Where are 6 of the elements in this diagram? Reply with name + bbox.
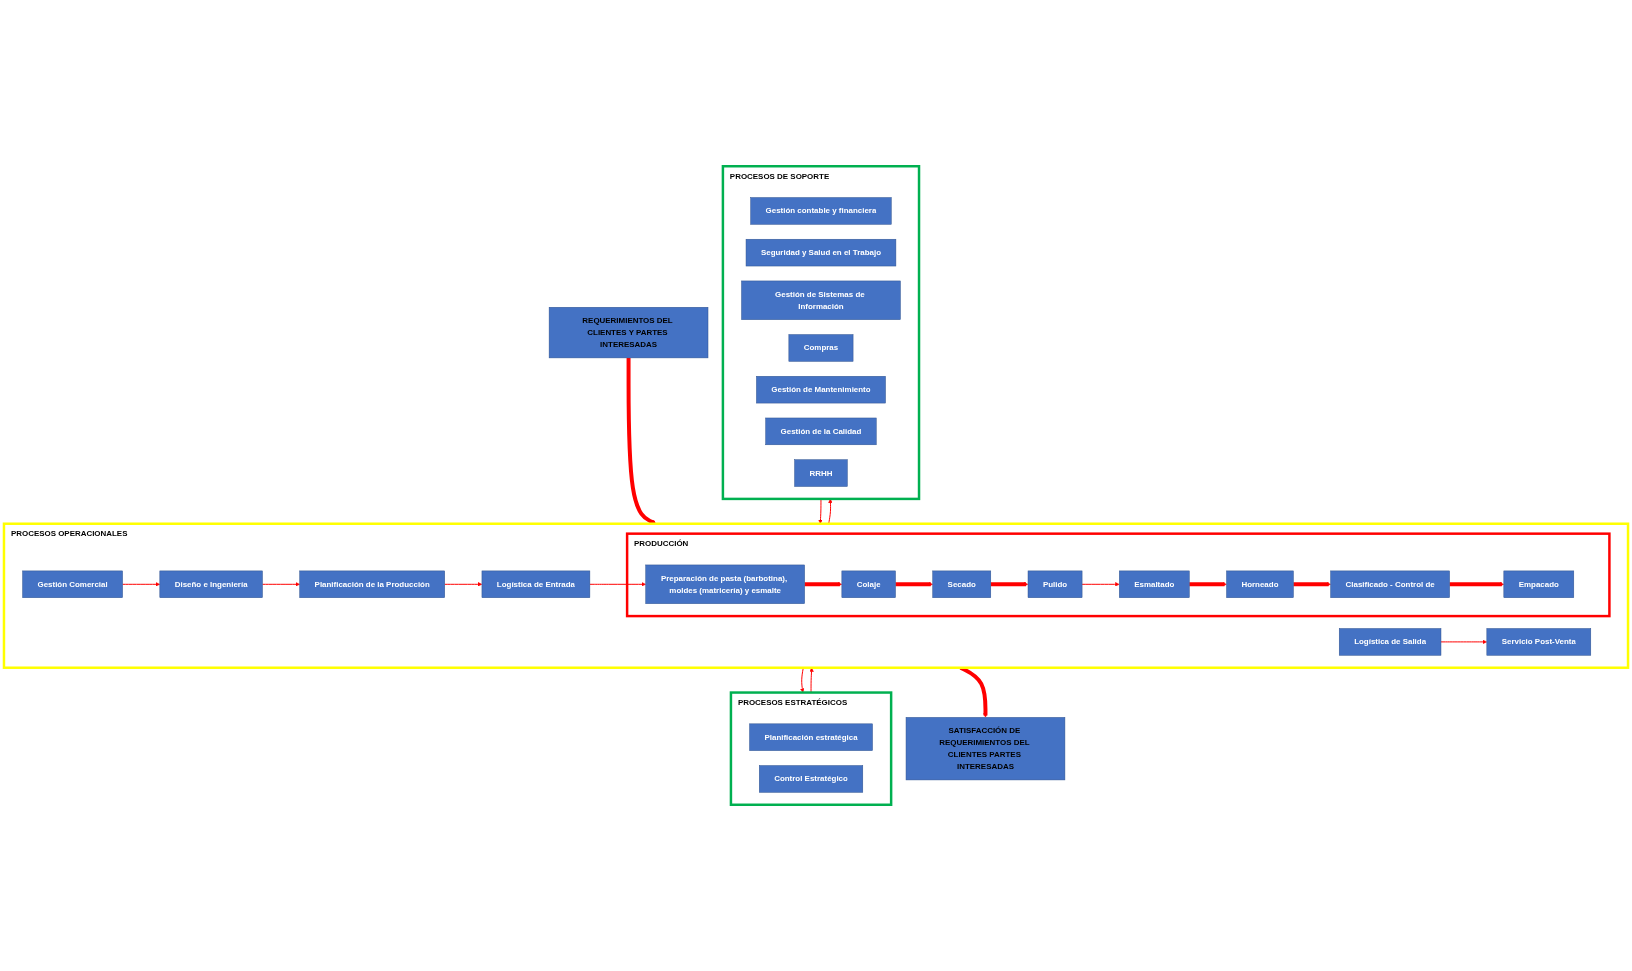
arrow xyxy=(1189,582,1227,587)
arrow xyxy=(1293,582,1331,587)
arrow xyxy=(1449,582,1504,587)
arrow xyxy=(804,582,843,587)
arrow xyxy=(990,582,1029,587)
arrow xyxy=(895,582,933,587)
